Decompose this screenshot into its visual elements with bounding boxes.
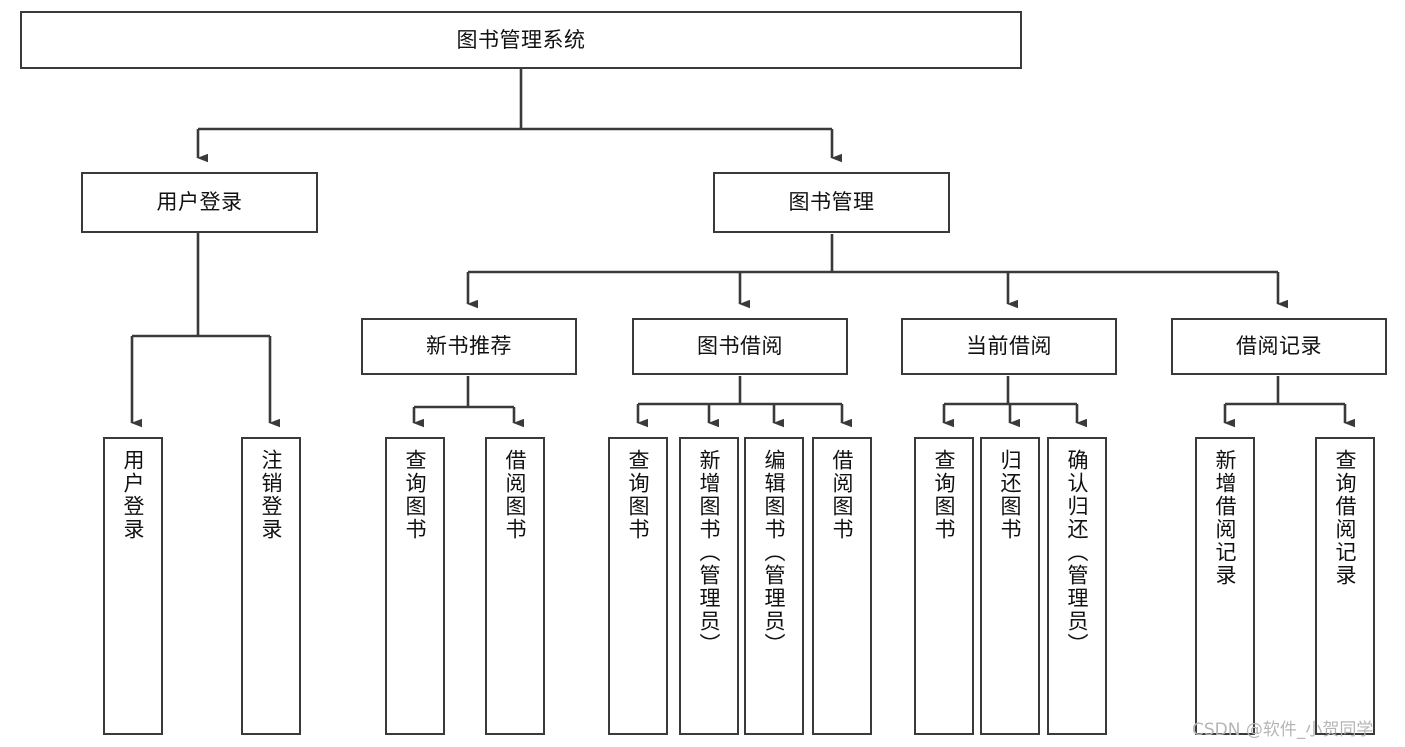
node-user-login-label: 用户登录 bbox=[156, 190, 243, 215]
node-leaf-query-book-2[interactable]: 查询图书 bbox=[608, 437, 668, 735]
node-leaf-return-book-label: 归还图书 bbox=[998, 449, 1023, 541]
node-leaf-edit-book-label: 编辑图书（管理员） bbox=[762, 449, 787, 656]
node-leaf-edit-book[interactable]: 编辑图书（管理员） bbox=[744, 437, 804, 735]
node-leaf-user-login-label: 用户登录 bbox=[121, 449, 146, 541]
node-leaf-borrow-book-2[interactable]: 借阅图书 bbox=[812, 437, 872, 735]
node-book-borrow-label: 图书借阅 bbox=[697, 334, 783, 359]
node-leaf-borrow-book-1-label: 借阅图书 bbox=[503, 449, 528, 541]
node-book-borrow[interactable]: 图书借阅 bbox=[632, 318, 848, 375]
node-leaf-query-book-3[interactable]: 查询图书 bbox=[914, 437, 974, 735]
node-root-system-label: 图书管理系统 bbox=[456, 27, 586, 52]
node-leaf-logout-login-label: 注销登录 bbox=[259, 449, 284, 541]
node-leaf-confirm-return[interactable]: 确认归还（管理员） bbox=[1047, 437, 1107, 735]
node-leaf-user-login[interactable]: 用户登录 bbox=[103, 437, 163, 735]
node-leaf-confirm-return-label: 确认归还（管理员） bbox=[1065, 449, 1090, 656]
node-leaf-query-book-1[interactable]: 查询图书 bbox=[385, 437, 445, 735]
node-current-borrow-label: 当前借阅 bbox=[966, 334, 1052, 359]
node-borrow-record[interactable]: 借阅记录 bbox=[1171, 318, 1387, 375]
node-leaf-query-book-1-label: 查询图书 bbox=[403, 449, 428, 541]
node-leaf-borrow-book-2-label: 借阅图书 bbox=[830, 449, 855, 541]
node-book-management[interactable]: 图书管理 bbox=[713, 172, 950, 233]
node-leaf-query-record[interactable]: 查询借阅记录 bbox=[1315, 437, 1375, 735]
node-leaf-logout-login[interactable]: 注销登录 bbox=[241, 437, 301, 735]
node-leaf-query-record-label: 查询借阅记录 bbox=[1333, 449, 1358, 587]
node-root-system[interactable]: 图书管理系统 bbox=[20, 11, 1022, 69]
csdn-watermark: CSDN @软件_小贺同学 bbox=[1192, 720, 1374, 740]
node-current-borrow[interactable]: 当前借阅 bbox=[901, 318, 1117, 375]
node-leaf-add-book[interactable]: 新增图书（管理员） bbox=[679, 437, 739, 735]
node-user-login[interactable]: 用户登录 bbox=[81, 172, 318, 233]
node-leaf-query-book-3-label: 查询图书 bbox=[932, 449, 957, 541]
node-leaf-return-book[interactable]: 归还图书 bbox=[980, 437, 1040, 735]
node-borrow-record-label: 借阅记录 bbox=[1236, 334, 1322, 359]
node-leaf-add-record-label: 新增借阅记录 bbox=[1213, 449, 1238, 587]
node-leaf-add-book-label: 新增图书（管理员） bbox=[697, 449, 722, 656]
node-book-management-label: 图书管理 bbox=[788, 190, 875, 215]
node-new-book-recommend-label: 新书推荐 bbox=[426, 334, 512, 359]
node-leaf-query-book-2-label: 查询图书 bbox=[626, 449, 651, 541]
node-leaf-borrow-book-1[interactable]: 借阅图书 bbox=[485, 437, 545, 735]
node-new-book-recommend[interactable]: 新书推荐 bbox=[361, 318, 577, 375]
node-leaf-add-record[interactable]: 新增借阅记录 bbox=[1195, 437, 1255, 735]
